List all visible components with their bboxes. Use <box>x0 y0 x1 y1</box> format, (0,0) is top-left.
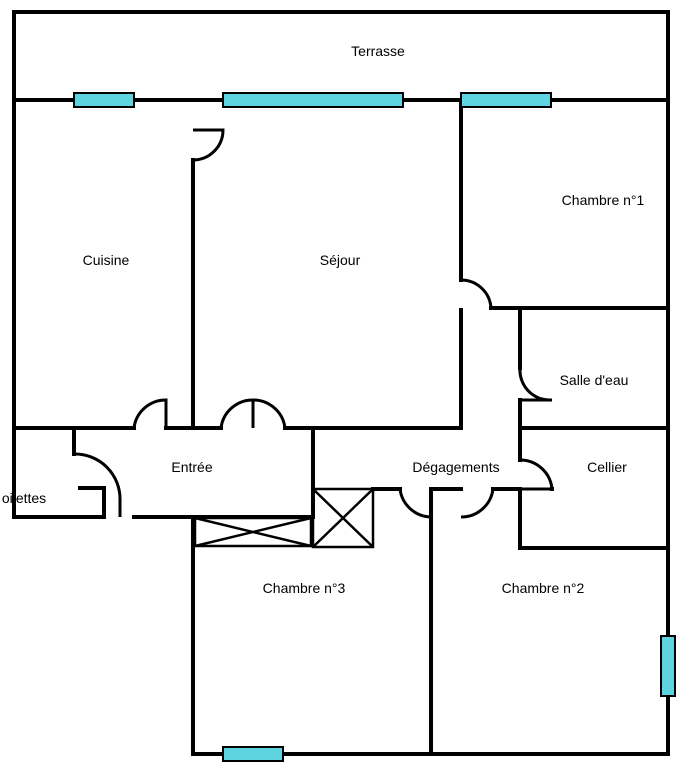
closet-chambre3 <box>193 516 313 548</box>
window-chambre2 <box>660 635 676 697</box>
door-chambre1 <box>460 278 493 309</box>
closet-entree <box>311 487 375 549</box>
door-cellier <box>519 458 554 491</box>
windows <box>73 92 676 762</box>
closet-entree-cross <box>312 488 374 548</box>
room-label-terrasse: Terrasse <box>351 43 405 59</box>
closet-chambre3-cross <box>194 516 312 548</box>
room-label-chambre3: Chambre n°3 <box>262 580 346 596</box>
window-cuisine <box>73 92 135 108</box>
room-label-degagements: Dégagements <box>412 459 500 475</box>
window-chambre3 <box>222 746 284 762</box>
door-cuisine <box>132 398 168 429</box>
room-label-cuisine: Cuisine <box>82 252 130 268</box>
door-sejour-double <box>219 398 287 429</box>
room-label-entree: Entrée <box>171 459 213 475</box>
window-chambre1 <box>460 92 552 108</box>
room-label-salle-eau: Salle d'eau <box>559 372 629 388</box>
terrasse-outline <box>12 10 670 102</box>
room-label-sejour: Séjour <box>319 252 361 268</box>
window-sejour <box>222 92 404 108</box>
doors <box>73 128 554 519</box>
room-label-cellier: Cellier <box>587 459 627 475</box>
closets <box>193 487 375 549</box>
room-label-chambre1: Chambre n°1 <box>561 192 645 208</box>
entree-walls <box>132 426 315 519</box>
door-chambre3 <box>398 488 433 519</box>
room-label-chambre2: Chambre n°2 <box>501 580 585 596</box>
door-salle-eau <box>518 367 553 402</box>
toilettes-walls <box>12 426 106 519</box>
door-chambre2 <box>460 488 495 519</box>
door-sejour-terrasse <box>192 128 225 162</box>
room-label-toilettes: oilettes <box>1 490 47 506</box>
door-toilettes <box>73 452 122 517</box>
